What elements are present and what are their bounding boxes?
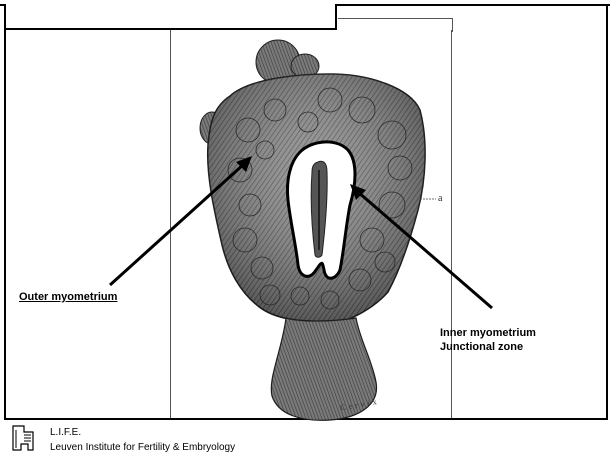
inner-myometrium-label: Inner myometrium Junctional zone (440, 326, 536, 354)
inner-myometrium-text: Inner myometrium (440, 326, 536, 340)
junctional-zone-text: Junctional zone (440, 340, 536, 354)
footer-org-short: L.I.F.E. (50, 427, 81, 438)
figure-reference-letter: a (438, 193, 442, 204)
footer-org-full: Leuven Institute for Fertility & Embryol… (50, 442, 235, 453)
outer-myometrium-label: Outer myometrium (19, 290, 117, 304)
life-logo-icon (10, 422, 36, 454)
